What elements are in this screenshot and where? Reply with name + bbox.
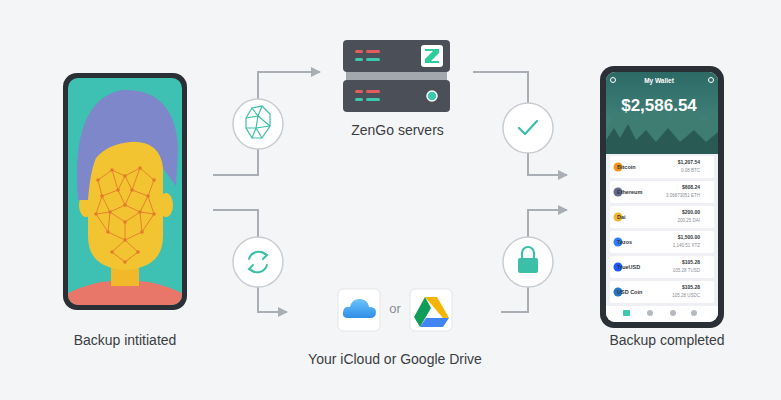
storage-label: Your iCloud or Google Drive [289,351,501,367]
coin-value: $608.24 [682,185,700,191]
coin-amount: 1,140.51 XTZ [673,243,700,248]
wallet-screen: My Wallet $2,586.54Bitcoin $1,207.54 0.08 B… [597,72,721,322]
server-node: ZenGo servers [322,36,473,144]
source-device: Backup intitiated [37,66,213,356]
coin-name: TrueUSD [617,264,640,270]
separator-word: or [289,302,501,317]
target-device: Backup completed My Wallet $2,586.54Bitcoi… [569,60,765,360]
cloud-node: orYour iCloud or Google Drive [289,285,501,370]
coin-amount: 105.28 TUSD [673,268,700,273]
coin-value: $1,207.54 [678,160,700,166]
coin-name: Tezos [617,239,632,245]
coin-row: TrueUSD $105.28 105.28 TUSD [601,256,705,278]
coin-row: USD Coin $105.28 105.28 USDC [601,281,705,303]
coin-value: $1,500.00 [678,235,700,241]
server-stack [343,40,450,112]
coin-row: Bitcoin $1,207.54 0.08 BTC [601,156,705,178]
coin-value: $105.28 [682,260,700,266]
coin-amount: 200.25 DAI [677,218,700,223]
coin-value: $200.00 [682,210,700,216]
device-label: Backup intitiated [37,332,213,348]
coin-value: $105.28 [682,285,700,291]
server-label: ZenGo servers [322,122,473,138]
device-label: Backup completed [569,332,765,348]
coin-row: Dai $200.00 200.25 DAI [601,206,705,228]
coin-row: Ethereum $608.24 3.06873051 ETH [601,181,705,203]
coin-row: Tezos $1,500.00 1,140.51 XTZ [601,231,705,253]
coin-amount: 105.28 USDC [672,293,700,298]
coin-name: Bitcoin [617,164,636,170]
flow-arrow [213,210,287,312]
coin-amount: 0.08 BTC [681,168,700,173]
coin-name: USD Coin [617,289,642,295]
phone-face-scan [63,73,187,310]
flow-arrow [473,72,567,175]
coin-amount: 3.06873051 ETH [666,193,700,198]
step-badges [233,99,553,287]
wallet-title: My Wallet [597,77,721,84]
wallet-balance: $2,586.54 [597,96,721,116]
flow-arrow [501,210,567,312]
coin-name: Dai [617,214,626,220]
coin-name: Ethereum [617,189,642,195]
flow-arrow [213,72,320,175]
